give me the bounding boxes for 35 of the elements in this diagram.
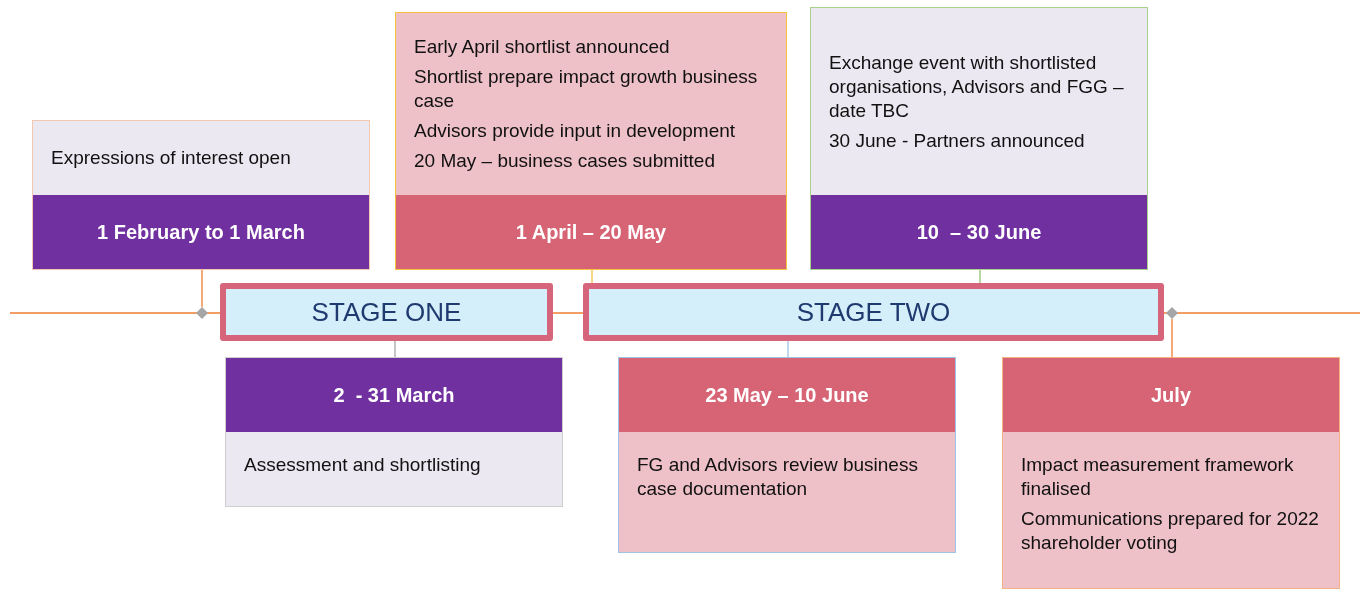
connector-line (201, 269, 203, 308)
connector-line (1171, 318, 1173, 358)
stage-box (220, 283, 553, 341)
card-text: Shortlist prepare impact growth business case (414, 65, 759, 113)
timeline-card (810, 7, 1148, 270)
card-text: 20 May – business cases submitted (414, 149, 716, 173)
timeline-card (1002, 357, 1340, 589)
timeline-card (225, 357, 563, 507)
timeline-card (395, 12, 787, 270)
timeline-card (618, 357, 956, 553)
date-banner: 23 May – 10 June (619, 358, 955, 432)
date-banner: 10 – 30 June (811, 195, 1147, 269)
stage-box (583, 283, 1164, 341)
date-banner: 1 April – 20 May (396, 195, 786, 269)
connector-line (591, 269, 593, 284)
date-banner: 1 February to 1 March (33, 195, 369, 269)
card-text: 30 June - Partners announced (829, 128, 1086, 153)
card-text: Early April shortlist announced (414, 35, 671, 59)
card-text: Advisors provide input in development (414, 119, 737, 143)
card-text: Assessment and shortlisting (244, 453, 482, 477)
connector-line (979, 269, 981, 284)
diamond-marker (196, 307, 208, 319)
stage-title: STAGE TWO (796, 296, 951, 328)
diamond-marker (1166, 307, 1178, 319)
card-text: Impact measurement framework finalised (1021, 453, 1295, 501)
connector-line (394, 340, 396, 358)
date-banner: July (1003, 358, 1339, 432)
card-text: Communications prepared for 2022 shareholder voting (1021, 507, 1320, 555)
connector-line (787, 340, 789, 358)
card-text: Expressions of interest open (51, 146, 292, 170)
card-text: FG and Advisors review business case documentation (637, 453, 919, 501)
card-text: Exchange event with shortlisted organisations, Advisors and FGG – date TBC (829, 50, 1125, 123)
stage-title: STAGE ONE (311, 296, 462, 328)
timeline-card (32, 120, 370, 270)
date-banner: 2 - 31 March (226, 358, 562, 432)
